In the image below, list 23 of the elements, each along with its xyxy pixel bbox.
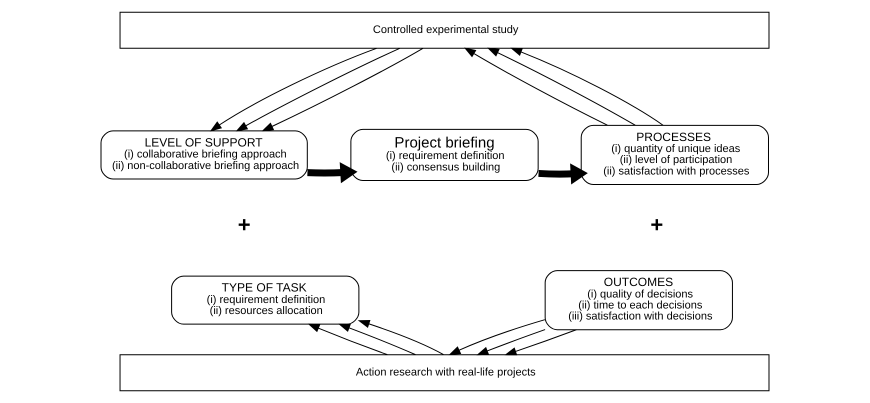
arrow (504, 329, 577, 356)
label: + (650, 212, 664, 238)
arrow (510, 48, 664, 126)
arrow (487, 48, 636, 126)
arrow (464, 48, 608, 126)
node-box: PROCESSES (i) quantity of unique ideas (ii) level of participation (ii) satisfaction with processes (580, 124, 769, 185)
arrow (448, 319, 546, 356)
label: + (238, 212, 251, 238)
arrow (476, 329, 546, 356)
node-box: OUTCOMES (i) quality of decisions (ii) time to each decisions (iii) satisfaction with decisions (544, 270, 733, 330)
arrow (262, 48, 424, 132)
node-box: TYPE OF TASK (i) requirement definition (ii) resources allocation (171, 276, 360, 325)
arrow (538, 163, 588, 184)
arrow (236, 48, 400, 132)
arrow (308, 324, 388, 356)
node-box: LEVEL OF SUPPORT (i) collaborative briefing approach (ii) non-collaborative briefing approach (100, 130, 308, 180)
arrow (338, 324, 416, 356)
node-box: Action research with real-life projects (120, 354, 770, 392)
node-box: Controlled experimental study (120, 12, 770, 49)
node-box: Project briefing (i) requirement definition (ii) consensus building (350, 128, 539, 181)
arrow (358, 320, 444, 356)
arrow (307, 162, 358, 184)
arrow (210, 48, 378, 132)
